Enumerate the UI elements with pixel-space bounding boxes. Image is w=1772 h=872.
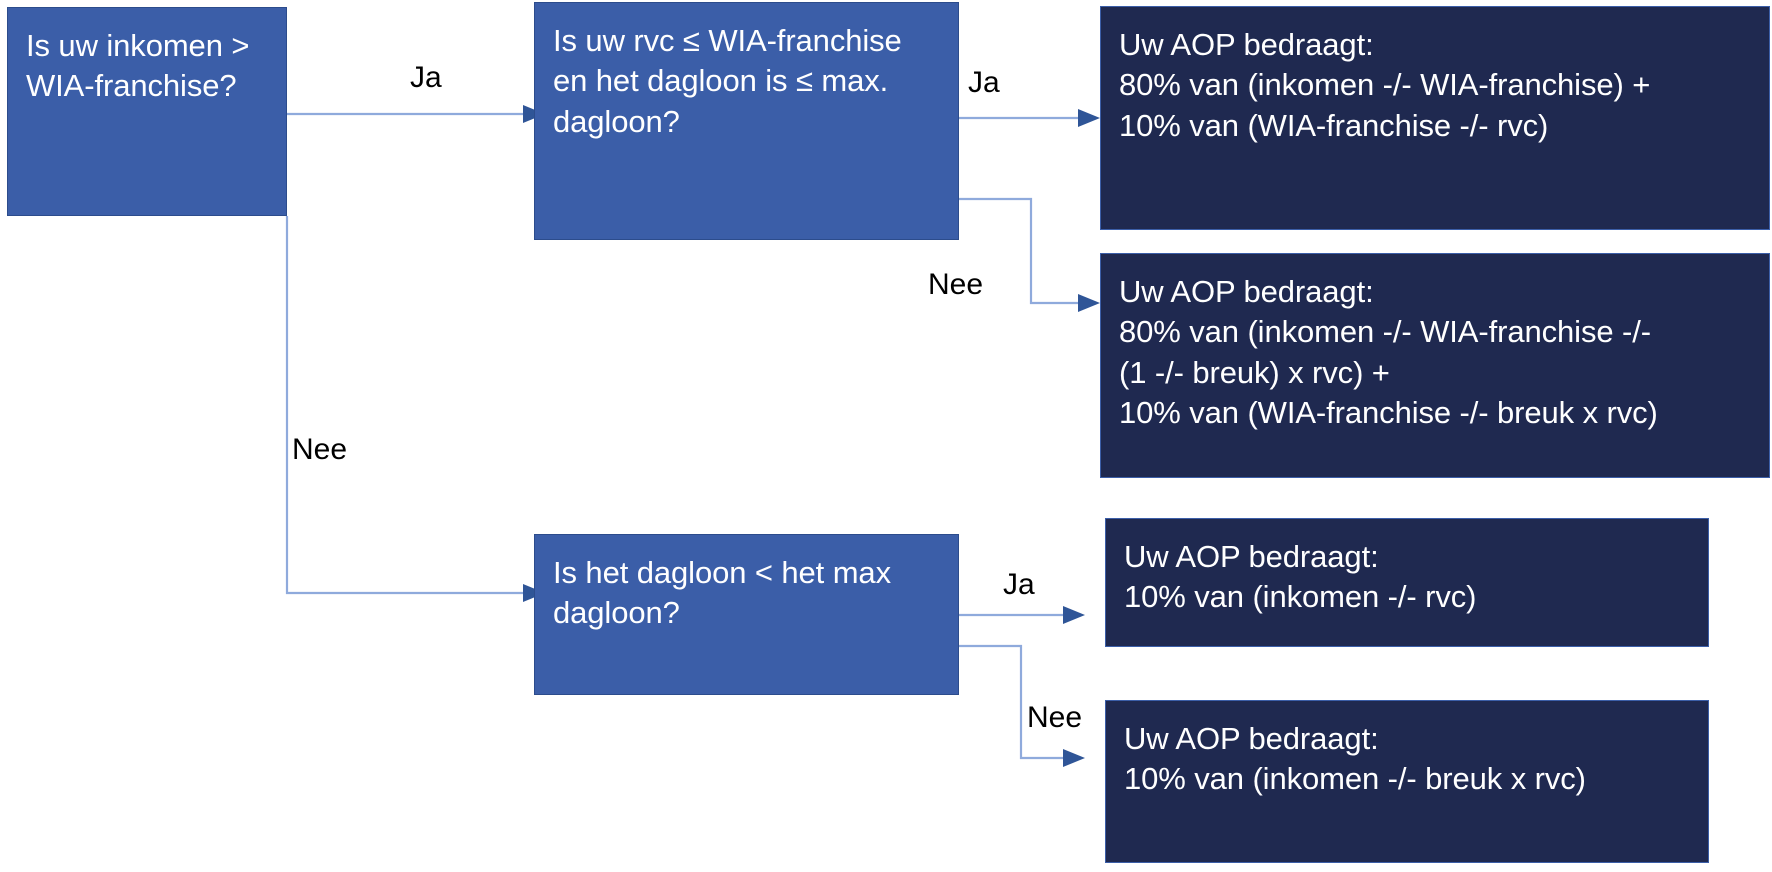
result-node-two[interactable]: Uw AOP bedraagt: 80% van (inkomen -/- WI…	[1100, 253, 1770, 478]
connector-income-no	[285, 216, 545, 602]
edge-label-dagloon-no: Nee	[1027, 701, 1083, 734]
edge-label-rvc-no: Nee	[928, 268, 984, 301]
result-node-three[interactable]: Uw AOP bedraagt: 10% van (inkomen -/- rv…	[1105, 518, 1709, 647]
decision-node-dagloon-label: Is het dagloon < het max dagloon?	[553, 555, 891, 631]
connector-rvc-yes	[959, 109, 1100, 127]
decision-node-income[interactable]: Is uw inkomen > WIA-franchise?	[7, 7, 287, 216]
result-node-four[interactable]: Uw AOP bedraagt: 10% van (inkomen -/- br…	[1105, 700, 1709, 863]
decision-node-income-label: Is uw inkomen > WIA-franchise?	[26, 28, 250, 104]
result-node-two-label: Uw AOP bedraagt: 80% van (inkomen -/- WI…	[1119, 274, 1658, 430]
edge-label-rvc-yes: Ja	[968, 66, 1000, 99]
result-node-four-label: Uw AOP bedraagt: 10% van (inkomen -/- br…	[1124, 721, 1586, 797]
edge-label-dagloon-yes: Ja	[1003, 568, 1035, 601]
result-node-one[interactable]: Uw AOP bedraagt: 80% van (inkomen -/- WI…	[1100, 6, 1770, 230]
connector-dagloon-yes	[959, 606, 1085, 624]
decision-node-rvc-label: Is uw rvc ≤ WIA-franchise en het dagloon…	[553, 23, 902, 139]
edge-label-income-yes: Ja	[410, 61, 442, 94]
result-node-one-label: Uw AOP bedraagt: 80% van (inkomen -/- WI…	[1119, 27, 1651, 143]
edge-label-income-no: Nee	[292, 433, 348, 466]
connector-income-yes	[287, 105, 545, 123]
decision-node-dagloon[interactable]: Is het dagloon < het max dagloon?	[534, 534, 959, 695]
decision-node-rvc[interactable]: Is uw rvc ≤ WIA-franchise en het dagloon…	[534, 2, 959, 240]
result-node-three-label: Uw AOP bedraagt: 10% van (inkomen -/- rv…	[1124, 539, 1477, 615]
